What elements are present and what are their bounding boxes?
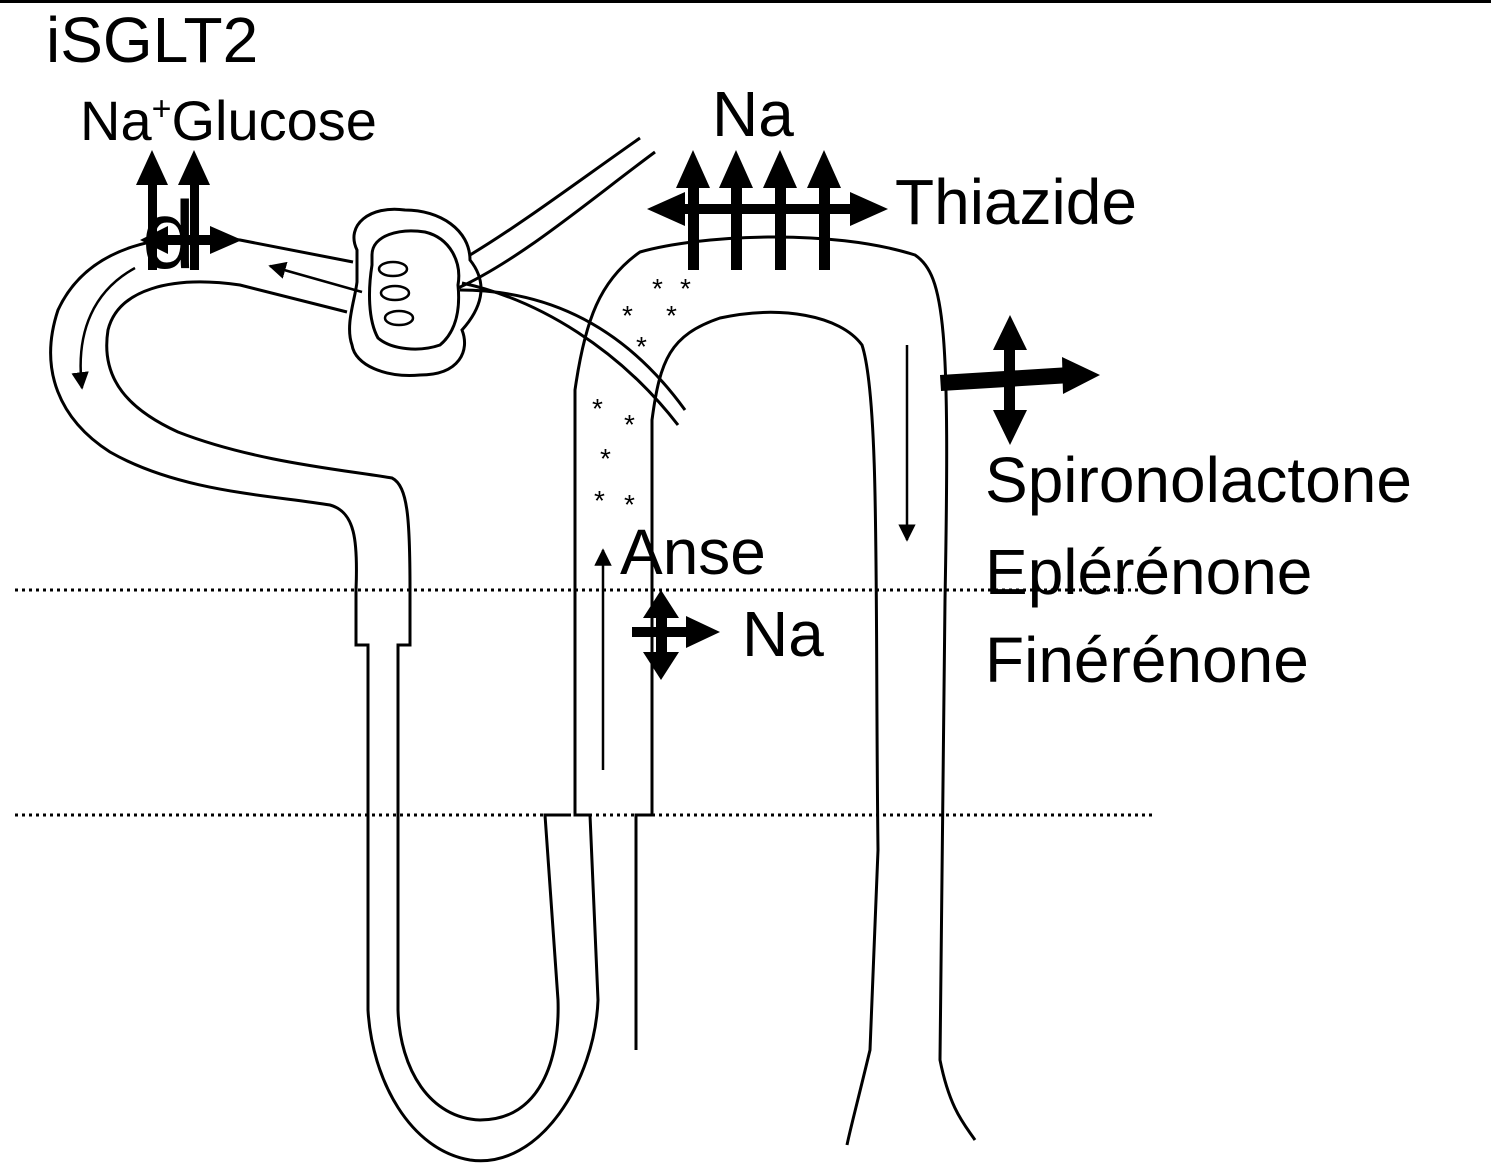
asterisk: * xyxy=(666,300,677,331)
isglt2-label: iSGLT2 xyxy=(46,8,258,72)
afferent-arteriole-lower xyxy=(458,152,655,288)
thiazide-label: Thiazide xyxy=(895,170,1137,234)
flow-arrow-from-glomerulus xyxy=(270,266,362,292)
asterisk: * xyxy=(680,273,691,304)
finerenone-label: Finérénone xyxy=(985,628,1309,692)
na-glucose-glucose-text: Glucose xyxy=(171,89,376,152)
proximal-tubule-inner-wall xyxy=(107,282,568,1120)
na-glucose-plus-text: + xyxy=(152,90,172,128)
asterisk: * xyxy=(600,443,611,474)
na-glucose-label: Na+Glucose xyxy=(80,92,377,149)
glomerulus-loop-3 xyxy=(385,311,413,325)
anse-label: Anse xyxy=(620,520,766,584)
na-top-label: Na xyxy=(712,82,794,146)
glomerulus-loop-2 xyxy=(381,286,409,300)
asterisk: * xyxy=(592,393,603,424)
asterisk: * xyxy=(624,409,635,440)
spironolactone-label: Spironolactone xyxy=(985,448,1412,512)
asterisk: * xyxy=(636,331,647,362)
ascending-limb-inner-wall xyxy=(636,312,878,1145)
asterisk: * xyxy=(622,300,633,331)
thiazide-transport-arrows xyxy=(647,150,888,270)
proximal-tubule-outer-wall xyxy=(51,237,975,1161)
na-anse-label: Na xyxy=(742,602,824,666)
afferent-arteriole-upper xyxy=(470,138,640,255)
eplerenone-label: Eplérénone xyxy=(985,540,1312,604)
na-glucose-na-text: Na xyxy=(80,89,152,152)
asterisk: * xyxy=(652,273,663,304)
glyph-d-label: d xyxy=(142,188,195,284)
spironolactone-transport-arrows xyxy=(940,315,1100,445)
asterisk: * xyxy=(594,485,605,516)
glomerulus-loop-1 xyxy=(379,262,407,276)
loop-transport-arrows xyxy=(632,590,720,680)
